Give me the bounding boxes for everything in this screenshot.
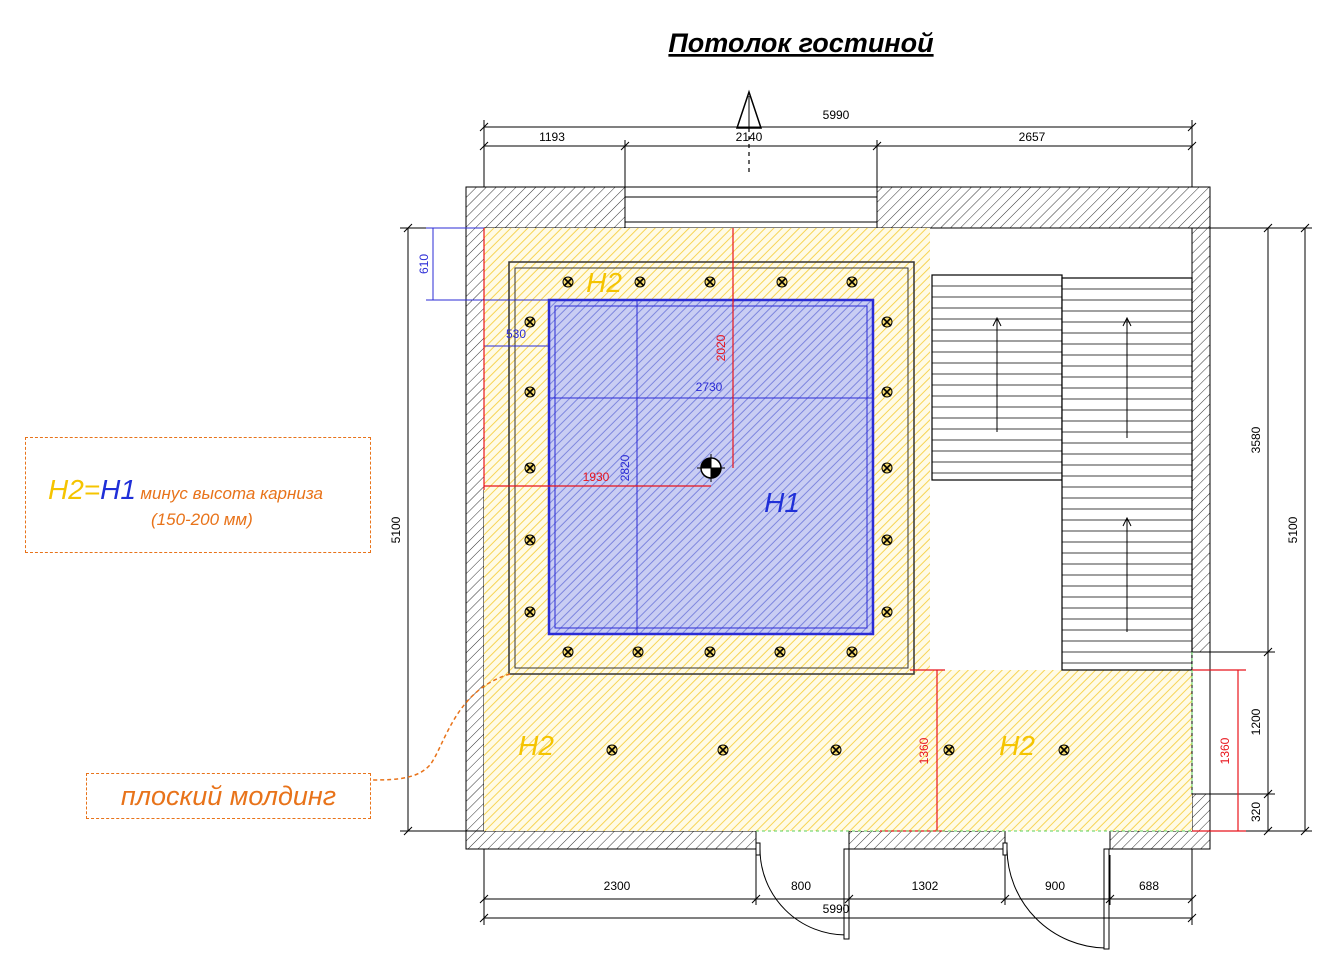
lamp-icon xyxy=(776,276,788,288)
dim-right-mid: 1200 xyxy=(1249,708,1263,735)
lamp-icon xyxy=(881,534,893,546)
note-h1: H1 xyxy=(100,474,136,505)
molding-label: плоский молдинг xyxy=(120,780,337,811)
height-note-box: H2=H1 минус высота карниза (150-200 мм) xyxy=(25,437,371,553)
dim-red-2020: 2020 xyxy=(714,334,728,361)
label-h2-bottom-right: H2 xyxy=(999,730,1035,761)
lamp-icon xyxy=(881,606,893,618)
dim-top-total: 5990 xyxy=(823,108,850,122)
red-dimension-lines xyxy=(483,228,1246,832)
dim-red-1360-left: 1360 xyxy=(917,737,931,764)
dim-blue-610: 610 xyxy=(417,254,431,274)
page-title: Потолок гостиной xyxy=(668,28,934,58)
dim-top-right: 2657 xyxy=(1019,130,1046,144)
height-note-formula: H2=H1 минус высота карниза xyxy=(48,474,323,506)
dim-blue-2730: 2730 xyxy=(696,380,723,394)
lamp-icon xyxy=(881,386,893,398)
chandelier-icon xyxy=(697,454,725,482)
dim-right-upper: 3580 xyxy=(1249,426,1263,453)
lamp-icon xyxy=(774,646,786,658)
lamp-icon xyxy=(524,316,536,328)
north-arrow-icon xyxy=(735,89,763,172)
lamp-icon xyxy=(881,316,893,328)
molding-leader-line xyxy=(371,673,511,781)
lamp-icon xyxy=(606,744,618,756)
lamp-icon xyxy=(846,646,858,658)
dim-bottom-2: 800 xyxy=(791,879,811,893)
dim-red-1360-right: 1360 xyxy=(1218,737,1232,764)
lamp-icon xyxy=(524,606,536,618)
dim-top-left: 1193 xyxy=(539,130,565,144)
h1-zone-inner xyxy=(554,305,868,629)
dim-bottom-5: 688 xyxy=(1139,879,1159,893)
lamp-icon xyxy=(632,646,644,658)
lamp-icon xyxy=(717,744,729,756)
dim-bottom-3: 1302 xyxy=(912,879,939,893)
lamp-icon xyxy=(562,646,574,658)
dim-bottom-4: 900 xyxy=(1045,879,1065,893)
lamp-icon xyxy=(634,276,646,288)
dim-left-total: 5100 xyxy=(389,516,403,543)
lamp-icon xyxy=(830,744,842,756)
lamp-icon xyxy=(943,744,955,756)
molding-label-box: плоский молдинг xyxy=(86,773,371,819)
stairs xyxy=(931,274,1193,671)
lamp-icon xyxy=(524,462,536,474)
lamp-icon xyxy=(881,462,893,474)
dim-blue-530: 530 xyxy=(506,327,526,341)
lamp-icon xyxy=(524,534,536,546)
lamp-icon xyxy=(704,276,716,288)
label-h2-bottom-left: H2 xyxy=(518,730,554,761)
lamp-icon xyxy=(704,646,716,658)
lamp-icon xyxy=(562,276,574,288)
lamp-icon xyxy=(846,276,858,288)
dim-right-total: 5100 xyxy=(1286,516,1300,543)
window-top xyxy=(624,186,878,229)
note-text: минус высота карниза xyxy=(140,484,323,503)
lamp-icon xyxy=(524,386,536,398)
dim-red-1930: 1930 xyxy=(583,470,610,484)
dim-right-low: 320 xyxy=(1249,802,1263,822)
label-h1: H1 xyxy=(764,487,800,518)
note-range: (150-200 мм) xyxy=(151,510,253,529)
dimension-lines xyxy=(400,120,1312,925)
label-h2-top: H2 xyxy=(586,267,622,298)
dim-bottom-1: 2300 xyxy=(604,879,631,893)
dim-blue-2820: 2820 xyxy=(618,454,632,481)
dim-top-mid: 2140 xyxy=(736,130,763,144)
lamp-icon xyxy=(1058,744,1070,756)
dim-bottom-total: 5990 xyxy=(823,902,850,916)
note-h2: H2= xyxy=(48,474,101,505)
